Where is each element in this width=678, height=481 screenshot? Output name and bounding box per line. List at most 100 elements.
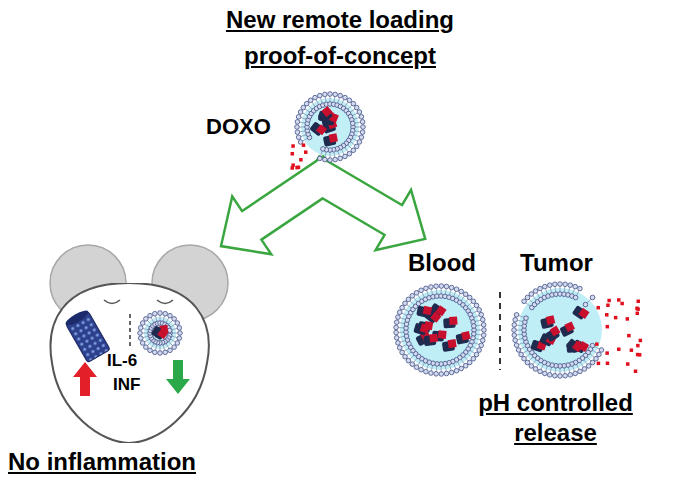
lipid-tail <box>168 341 172 345</box>
liposome-core <box>144 317 176 349</box>
lipid-head <box>397 345 402 350</box>
lipid-head <box>296 135 301 140</box>
lipid-tail <box>144 324 149 327</box>
lipid-tail <box>467 303 472 307</box>
lipid-head <box>449 370 454 375</box>
lipid-head <box>414 365 419 370</box>
released-drug <box>614 316 618 320</box>
lipid-head <box>439 284 444 289</box>
lipid-head <box>140 321 145 326</box>
lipid-tail <box>299 122 305 124</box>
lipid-head <box>533 367 538 372</box>
lipid-tail <box>526 354 531 358</box>
lipid-tail <box>338 98 340 104</box>
lipid-tail <box>445 288 447 294</box>
liposome-core <box>518 288 602 372</box>
lipid-tail <box>470 350 475 353</box>
doxo-square <box>321 106 332 117</box>
drug-crystal <box>423 334 438 347</box>
lipid-tail <box>555 286 557 292</box>
lipid-head <box>444 371 449 376</box>
lipid-head <box>361 125 366 130</box>
lipid-tail <box>560 368 561 374</box>
lipid-tail <box>523 350 528 353</box>
lipid-head <box>148 313 153 318</box>
lipid-head <box>477 348 482 353</box>
lipid-tail <box>308 105 312 109</box>
lipid-head <box>459 366 464 371</box>
lipid-tail <box>170 339 175 342</box>
drug-crystal <box>151 325 169 342</box>
released-drug <box>291 152 295 156</box>
doxo-square <box>449 317 458 326</box>
lipid-head <box>394 335 399 340</box>
lipid-head <box>351 101 356 106</box>
lipid-tail <box>445 366 447 372</box>
lipid-tail <box>555 368 557 374</box>
lipid-tail <box>472 311 477 314</box>
lipid-head <box>354 144 359 149</box>
lipid-head <box>568 373 573 378</box>
lipid-head <box>328 92 333 97</box>
lipid-head <box>354 105 359 110</box>
lipid-tail <box>545 288 547 294</box>
drug-crystal <box>413 322 430 337</box>
lipid-head <box>178 331 183 336</box>
released-drug <box>605 313 609 317</box>
lipid-head <box>318 156 323 161</box>
released-drug <box>596 306 600 310</box>
lipid-tail <box>404 309 409 312</box>
lipid-tail <box>518 315 524 317</box>
lipid-tail <box>348 105 352 109</box>
lipid-head <box>471 299 476 304</box>
lipid-head <box>153 350 158 355</box>
lipid-head <box>477 308 482 313</box>
lipid-head <box>168 348 173 353</box>
released-drug <box>605 351 609 355</box>
drug-crystal <box>443 317 458 329</box>
lipid-head <box>140 341 145 346</box>
lipid-head <box>514 313 519 318</box>
lipid-tail <box>454 363 456 369</box>
result-label: No inflammation <box>8 447 248 477</box>
lipid-tail <box>427 290 429 296</box>
lipid-tail <box>142 333 148 334</box>
lipid-tail <box>422 363 425 368</box>
lipid-head <box>177 336 182 341</box>
lipid-tail <box>147 341 151 345</box>
released-drug <box>636 344 640 348</box>
lipid-head <box>516 348 521 353</box>
divider <box>499 292 501 370</box>
lipid-head <box>343 154 348 159</box>
lipid-tail <box>461 359 464 364</box>
divider <box>129 314 131 348</box>
lipid-tail <box>464 357 468 361</box>
lipid-tail <box>163 316 165 322</box>
lipid-tail <box>143 328 149 330</box>
lipid-head <box>333 157 338 162</box>
lipid-head <box>578 369 583 374</box>
lipid-head <box>323 92 328 97</box>
lipid-head <box>158 351 163 356</box>
lipid-head <box>590 360 595 365</box>
lipid-head <box>479 343 484 348</box>
released-drug <box>634 369 638 373</box>
lipid-tail <box>594 346 599 349</box>
lipid-head <box>397 310 402 315</box>
lipid-head <box>482 328 487 333</box>
lipid-tail <box>333 96 335 102</box>
lipid-head <box>429 371 434 376</box>
lipid-head <box>529 292 534 297</box>
result-label: pH controlled release <box>448 388 663 448</box>
released-drug <box>636 307 640 311</box>
lipid-head <box>599 348 604 353</box>
lipid-head <box>351 148 356 153</box>
lipid-head <box>424 369 429 374</box>
lipid-tail <box>325 96 327 102</box>
lipid-head <box>474 303 479 308</box>
lipid-tail <box>568 287 569 293</box>
lipid-head <box>406 297 411 302</box>
lipid-head <box>463 363 468 368</box>
down-arrow <box>166 360 190 394</box>
lipid-tail <box>517 338 523 339</box>
